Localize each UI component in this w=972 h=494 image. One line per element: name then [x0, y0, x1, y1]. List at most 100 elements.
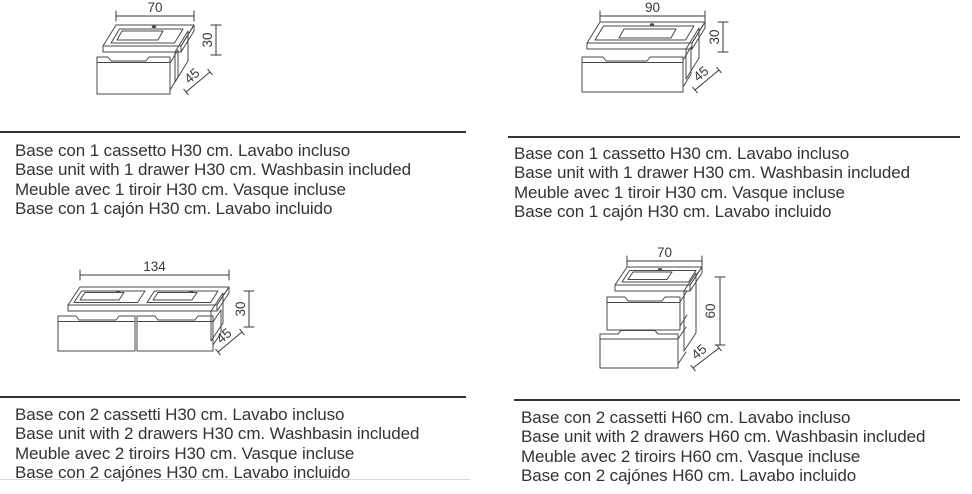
depth-dimension-line [690, 344, 722, 372]
counter-end-face [689, 266, 703, 292]
drawer-front [96, 56, 171, 95]
product-description-top-right: Base con 1 cassetto H30 cm. Lavabo inclu… [514, 144, 910, 221]
height-dimension-label: 30 [707, 29, 722, 44]
basin-outline [621, 270, 697, 283]
description-line-italian: Base con 1 cassetto H30 cm. Lavabo inclu… [514, 144, 850, 163]
counter-end-face [216, 286, 230, 312]
faucet-hole-left-icon [115, 290, 121, 293]
description-line-english: Base unit with 2 drawers H60 cm. Washbas… [521, 427, 926, 447]
depth-dimension-line [183, 68, 213, 96]
cabinet [57, 292, 224, 352]
drawer-front [581, 56, 684, 93]
drawer-front-left [57, 315, 136, 352]
height-dimension-label: 60 [703, 303, 718, 318]
drawer-rails [169, 49, 179, 91]
counter-front-face [586, 42, 693, 50]
width-dimension-line [79, 269, 230, 281]
description-line-english: Base unit with 1 drawer H30 cm. Washbasi… [514, 163, 910, 183]
counter-front-face [102, 45, 182, 53]
height-dimension: 30 [233, 290, 255, 328]
width-dimension-label: 70 [657, 245, 672, 260]
product-description-top-left: Base con 1 cassetto H30 cm. Lavabo inclu… [15, 141, 411, 218]
description-line-italian: Base con 2 cassetti H60 cm. Lavabo inclu… [521, 408, 851, 427]
counter-front-face [614, 284, 691, 292]
drawer-front-lower [599, 330, 679, 369]
description-line-spanish: Base con 1 cajón H30 cm. Lavabo incluido [15, 198, 333, 218]
width-dimension: 90 [599, 0, 706, 22]
depth-dimension: 45 [690, 63, 722, 94]
divider-top-left [0, 131, 466, 133]
washbasin-top [614, 266, 703, 292]
cabinet [96, 30, 189, 95]
basin-outline [110, 28, 184, 44]
basin-bowl-left [79, 292, 125, 301]
washbasin-top [102, 24, 195, 53]
faucet-hole-icon [657, 268, 663, 271]
height-dimension-line [243, 290, 255, 328]
description-line-english: Base unit with 1 drawer H30 cm. Washbasi… [15, 160, 411, 180]
depth-dimension-label: 45 [213, 325, 234, 346]
cabinet-side-face [683, 272, 697, 352]
cabinet-side-face [174, 30, 189, 83]
description-line-spanish: Base con 2 cajónes H30 cm. Lavabo inclui… [15, 462, 351, 482]
depth-dimension-label: 45 [688, 341, 709, 362]
basin-outline-right [146, 290, 219, 303]
product-drawing-2-drawers-w70-h60: 70 60 45 [599, 245, 726, 372]
product-drawing-1-drawer-w70-h30: 70 30 45 [96, 0, 222, 96]
description-line-french: Meuble avec 2 tiroirs H30 cm. Vasque inc… [15, 443, 355, 463]
drawer-rails-upper [679, 290, 688, 327]
description-line-spanish: Base con 1 cajón H30 cm. Lavabo incluido [514, 201, 832, 221]
drawer-rails [212, 309, 222, 346]
drawer-rails [682, 46, 692, 88]
description-line-french: Meuble avec 1 tiroir H30 cm. Vasque incl… [514, 182, 845, 202]
width-dimension-line [599, 10, 706, 22]
basin-bowl [618, 28, 677, 39]
faucet-hole-icon [649, 23, 655, 26]
counter-front-face [67, 304, 218, 312]
description-line-english: Base unit with 2 drawers H30 cm. Washbas… [15, 424, 420, 444]
height-dimension: 60 [703, 276, 726, 346]
product-description-bottom-left: Base con 2 cassetti H30 cm. Lavabo inclu… [15, 405, 419, 482]
width-dimension-label: 90 [645, 0, 660, 15]
drawer-front-upper [606, 296, 681, 331]
depth-dimension: 45 [213, 325, 245, 356]
cabinet [599, 272, 697, 369]
width-dimension: 70 [115, 0, 195, 22]
height-dimension-label: 30 [200, 32, 215, 47]
cabinet-side-face [210, 292, 224, 342]
counter-end-face [691, 21, 706, 50]
depth-dimension: 45 [181, 65, 213, 96]
divider-top-right [508, 136, 960, 138]
height-dimension-line [717, 21, 729, 53]
depth-dimension-label: 45 [181, 65, 202, 86]
width-dimension-line [115, 10, 195, 22]
height-dimension-line [210, 24, 222, 56]
width-dimension-line [626, 255, 703, 267]
faucet-hole-icon [151, 25, 157, 29]
faucet-hole-right-icon [188, 290, 194, 293]
height-dimension: 30 [200, 24, 222, 56]
washbasin-top [67, 286, 230, 312]
cabinet-side-face [685, 27, 700, 80]
basin-bowl-right [152, 292, 198, 301]
depth-dimension-label: 45 [690, 63, 711, 84]
product-description-bottom-right: Base con 2 cassetti H60 cm. Lavabo inclu… [521, 408, 925, 485]
description-line-italian: Base con 1 cassetto H30 cm. Lavabo inclu… [15, 141, 351, 160]
width-dimension: 70 [626, 245, 703, 267]
basin-outline [594, 25, 695, 41]
width-dimension: 134 [79, 259, 230, 281]
drawer-front-right [136, 315, 214, 352]
depth-dimension: 45 [688, 341, 722, 372]
description-line-spanish: Base con 2 cajónes H60 cm. Lavabo inclui… [521, 465, 857, 485]
product-drawing-1-drawer-w90-h30: 90 30 45 [581, 0, 729, 94]
basin-bowl [116, 30, 164, 41]
divider-bottom-right [514, 399, 960, 401]
basin-outline-left [73, 290, 146, 303]
height-dimension-label: 30 [233, 301, 248, 316]
width-dimension-label: 70 [147, 0, 162, 15]
description-line-italian: Base con 2 cassetti H30 cm. Lavabo inclu… [15, 405, 345, 424]
divider-partial-bottom [0, 479, 470, 480]
width-dimension-label: 134 [143, 259, 166, 274]
description-line-french: Meuble avec 2 tiroirs H60 cm. Vasque inc… [521, 446, 861, 466]
